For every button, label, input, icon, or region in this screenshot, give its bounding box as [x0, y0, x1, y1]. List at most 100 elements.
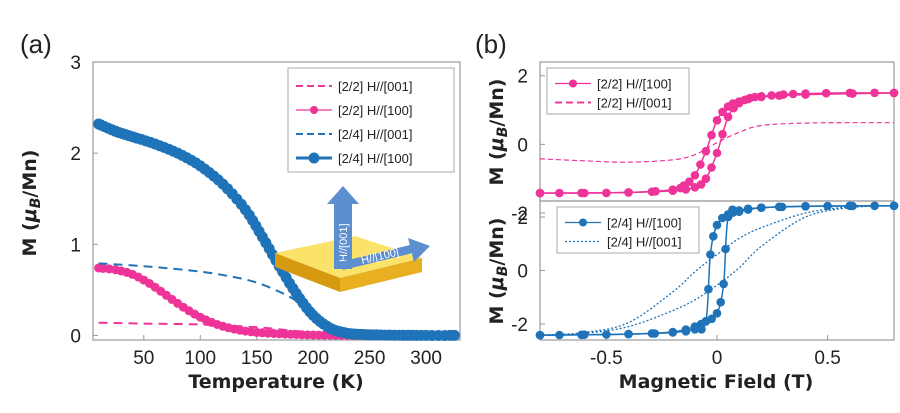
- b-bottom-series-0-marker-1-13: [704, 284, 713, 294]
- b-bottom-xtick-label-1: 0: [712, 348, 723, 369]
- b-top-legend-box: [546, 67, 690, 115]
- y-axis-title-a-part2: /Mn): [19, 150, 41, 198]
- b-top-series-0-marker-1-3: [774, 91, 784, 100]
- b-bottom-series-0-marker-1-17: [681, 327, 691, 336]
- b-top-ytick-label-2: 2: [517, 67, 528, 88]
- y-axis-title-b-top: M (μB/Mn): [486, 79, 511, 186]
- b-top-series-0-marker-1-17: [676, 183, 685, 193]
- b-bottom-series-0-marker-1-12: [706, 250, 715, 259]
- b-bottom-legend-box: [556, 206, 700, 254]
- arrow-up-label: H//[001]: [338, 223, 350, 262]
- b-top-series-0-marker-1-9: [718, 107, 727, 117]
- b-top-series-0-marker-1-10: [712, 116, 722, 125]
- a-xtick-label-3: 200: [297, 348, 329, 369]
- series-a: [93, 118, 460, 341]
- panel-label-b: (b): [475, 29, 507, 59]
- b-bottom-series-0-marker-1-1: [848, 201, 857, 211]
- b-top-series-0-marker-1-22: [535, 188, 545, 198]
- a-xtick-label-2: 150: [241, 348, 273, 369]
- a-ytick-label-0: 0: [70, 326, 81, 347]
- b-bottom-series-0-marker-1-19: [650, 329, 660, 338]
- b-bottom-series-0-marker-1-10: [712, 220, 722, 230]
- y-axis-title-b-top-part2: /Mn): [486, 79, 508, 127]
- b-top-series-0-marker-0-13: [718, 129, 727, 139]
- legend-a: [2/2] H//[001] [2/2] H//[100] [2/4] H//[00…: [287, 67, 455, 173]
- y-axis-title-b-bottom: M (μB/Mn): [486, 218, 511, 325]
- b-bottom-series-0-marker-1-5: [743, 205, 753, 214]
- b-top-series-0-marker-1-14: [690, 171, 700, 180]
- x-axis-title-b: Magnetic Field (T): [619, 371, 814, 393]
- a-ytick-label-3: 3: [70, 53, 81, 74]
- plot-frame-a: [92, 61, 461, 341]
- a-legend-label-0: [2/2] H//[001]: [338, 79, 412, 94]
- b-bottom-legend-label-0: [2/4] H//[100]: [607, 216, 681, 231]
- y-axis-title-b-bottom-part2: /Mn): [486, 218, 508, 266]
- a-series-2: [98, 262, 370, 337]
- b-top-series-0-marker-1-1: [848, 89, 857, 98]
- b-top-series-0: [535, 88, 899, 198]
- a-xtick-label-4: 250: [354, 348, 386, 369]
- b-top-legend-label-0: [2/2] H//[100]: [597, 77, 671, 92]
- legend-b: [2/2] H//[100][2/2] H//[001][2/4] H//[10…: [546, 67, 700, 254]
- x-axis-title-a: Temperature (K): [188, 371, 363, 393]
- y-axis-title-a: M (μB/Mn): [19, 150, 44, 257]
- b-top-series-0-marker-1-18: [668, 185, 678, 194]
- b-top-series-0-marker-1-13: [696, 160, 705, 169]
- series-b: [535, 88, 899, 340]
- b-top-series-0-marker-0-19: [750, 92, 760, 102]
- a-legend-marker-1: [310, 106, 318, 114]
- b-bottom-series-0-marker-1-3: [774, 202, 784, 212]
- b-bottom-series-1-line-1: [539, 205, 895, 336]
- y-axis-title-a-mu: μ: [19, 208, 41, 223]
- b-top-series-0-marker-1-21: [577, 188, 586, 198]
- b-top-series-0-marker-1-20: [624, 188, 633, 197]
- b-top-series-0-marker-1-19: [651, 187, 660, 196]
- a-series-2-line-0: [98, 262, 370, 337]
- y-axis-title-b-bottom-sub: B: [495, 266, 511, 277]
- b-bottom-series-1: [539, 205, 895, 336]
- b-bottom-series-0-marker-0-13: [716, 297, 725, 307]
- b-bottom-legend-label-1: [2/4] H//[001]: [607, 235, 681, 250]
- b-top-series-0-marker-1-12: [701, 146, 711, 156]
- a-xtick-label-5: 300: [410, 348, 442, 369]
- a-legend-label-3: [2/4] H//[100]: [338, 151, 412, 166]
- b-top-series-0-marker-0-14: [723, 112, 733, 122]
- y-axis-title-b-bottom-mu: μ: [486, 276, 508, 291]
- slab-front: [275, 253, 340, 292]
- b-top-series-0-marker-1-8: [723, 102, 733, 111]
- b-top-series-0-marker-0-25: [821, 88, 831, 98]
- y-axis-title-b-top-mu: μ: [486, 137, 508, 152]
- a-legend-label-2: [2/4] H//[001]: [338, 127, 412, 142]
- b-bottom-series-0-marker-1-16: [690, 325, 700, 334]
- a-series-3-marker-0-90: [448, 329, 460, 341]
- a-ytick-label-1: 1: [70, 235, 81, 256]
- a-legend-marker-3: [308, 152, 320, 164]
- y-axis-title-a-sub: B: [28, 198, 44, 209]
- b-bottom-xtick-label-0: -0.5: [590, 348, 623, 369]
- b-bottom-series-1-line-0: [539, 205, 895, 336]
- y-axis-title-a-part1: M (: [19, 222, 41, 256]
- b-top-series-0-marker-1-2: [801, 90, 810, 99]
- b-top-series-0-marker-0-11: [707, 163, 716, 172]
- b-bottom-series-0-marker-1-4: [757, 203, 766, 212]
- b-bottom-series-0-marker-1-15: [697, 325, 706, 334]
- b-top-series-0-marker-0-23: [788, 89, 798, 99]
- a-legend-label-1: [2/2] H//[100]: [338, 103, 412, 118]
- b-top-series-0-marker-1-5: [743, 94, 753, 104]
- b-bottom-series-0-marker-1-20: [624, 329, 633, 339]
- b-top-series-0-marker-1-11: [707, 130, 716, 140]
- orientation-inset: H//[001] H//[100]: [275, 186, 430, 292]
- b-bottom-ytick-label-0: -2: [511, 315, 528, 336]
- b-top-series-0-marker-1-4: [757, 92, 766, 102]
- arrow-up-icon: H//[001]: [327, 186, 359, 269]
- a-xtick-label-0: 50: [133, 348, 154, 369]
- y-axis-title-b-top-part1: M (: [486, 151, 508, 185]
- b-top-series-1: [539, 122, 894, 163]
- b-top-series-0-marker-0-10: [701, 174, 711, 183]
- b-bottom-series-0-marker-0-15: [721, 244, 730, 254]
